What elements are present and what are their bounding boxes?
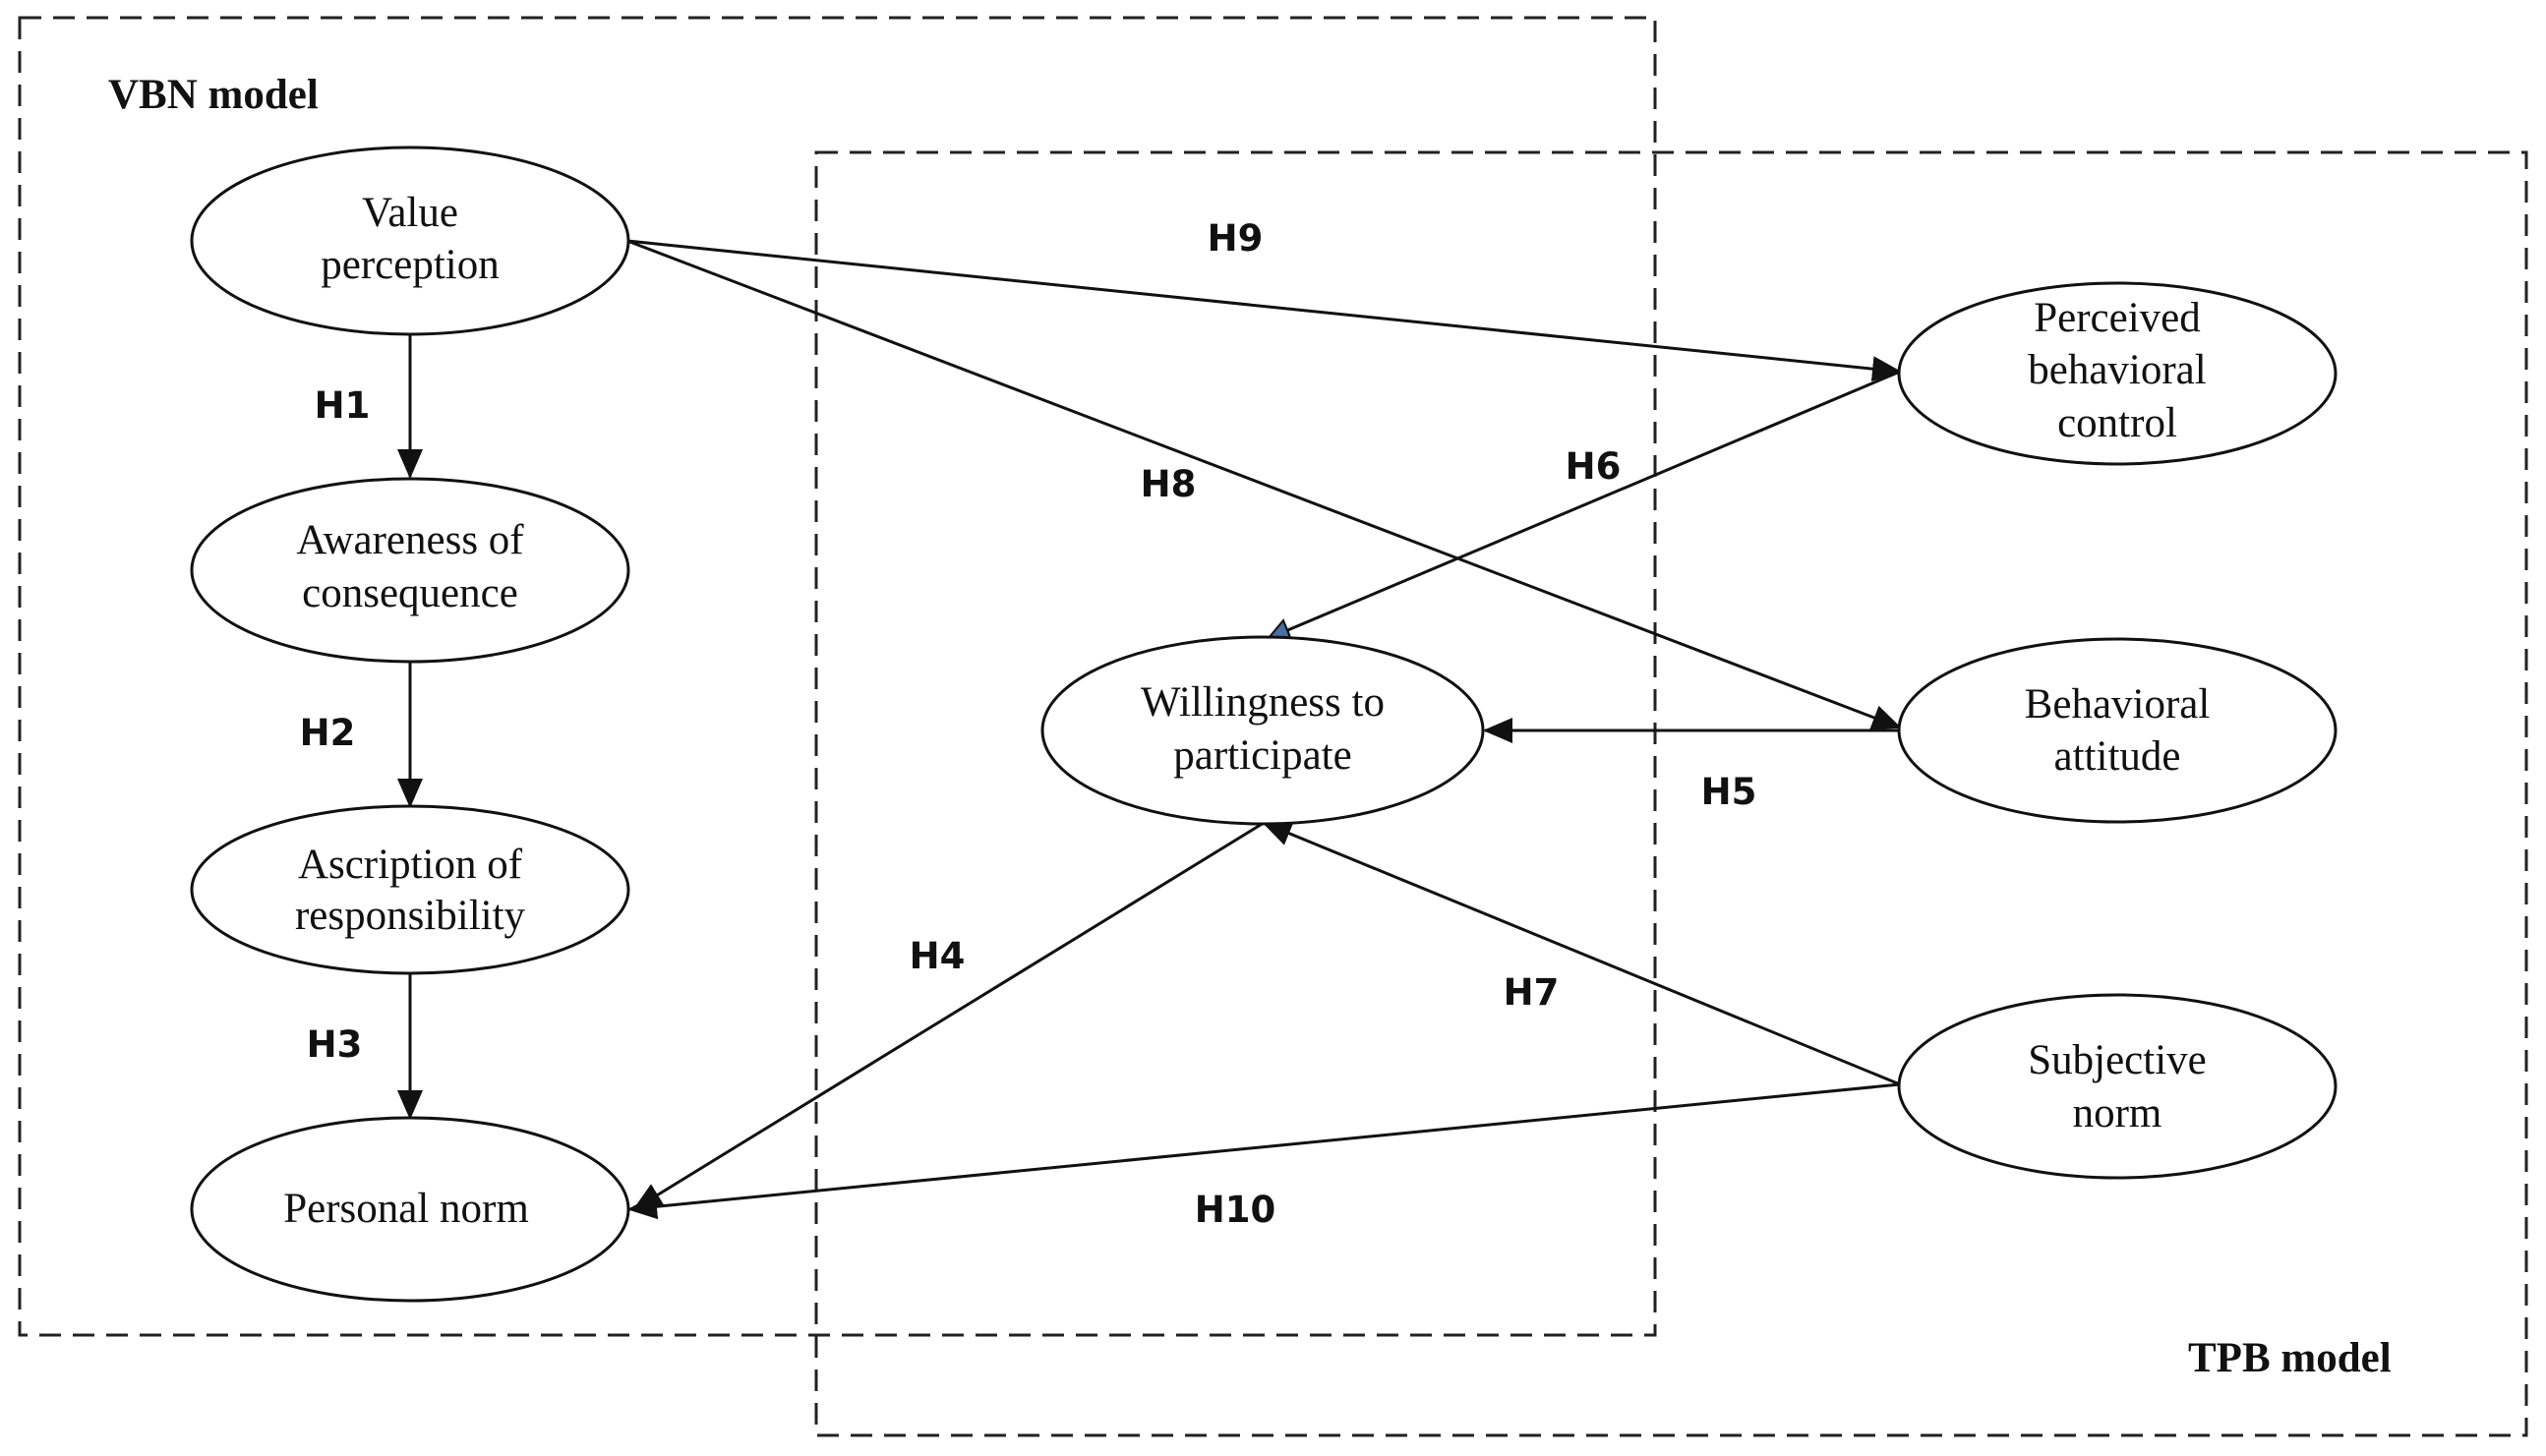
- edge-h9: [626, 239, 1902, 382]
- node-personal-norm: Personal norm: [190, 1116, 630, 1303]
- node-personal-line1: Personal norm: [283, 1186, 529, 1232]
- node-awareness-of-consequence: Awareness of consequence: [190, 477, 630, 664]
- label-h2: H2: [300, 712, 356, 754]
- label-h4: H4: [910, 935, 966, 977]
- node-value-line2: perception: [321, 242, 499, 288]
- node-pbc-line3: control: [2057, 400, 2177, 446]
- vbn-model-box: [18, 16, 1657, 1337]
- tpb-model-label: TPB model: [2188, 1335, 2392, 1381]
- node-behavioral-attitude: Behavioral attitude: [1897, 637, 2338, 824]
- node-subjective-line2: norm: [2073, 1090, 2162, 1136]
- node-ascription-line2: responsibility: [295, 893, 526, 939]
- node-value-perception: Value perception: [190, 146, 630, 336]
- label-h10: H10: [1195, 1189, 1275, 1231]
- node-ascription-line1: Ascription of: [298, 842, 523, 888]
- node-pbc-line2: behavioral: [2028, 347, 2207, 393]
- node-value-line1: Value: [362, 190, 458, 236]
- edge-h8: [626, 239, 1902, 730]
- label-h9: H9: [1208, 217, 1264, 260]
- tpb-model-box: [814, 150, 2528, 1437]
- node-willingness-line2: participate: [1173, 732, 1351, 779]
- node-awareness-line2: consequence: [302, 570, 518, 616]
- label-h8: H8: [1141, 463, 1197, 505]
- label-h6: H6: [1566, 445, 1622, 488]
- node-awareness-line1: Awareness of: [296, 517, 524, 563]
- node-pbc-line1: Perceived: [2034, 295, 2201, 341]
- node-willingness-to-participate: Willingness to participate: [1040, 635, 1485, 826]
- label-h3: H3: [307, 1023, 363, 1066]
- edge-h7: [1262, 821, 1901, 1086]
- node-subjective-norm: Subjective norm: [1897, 993, 2338, 1180]
- label-h1: H1: [315, 384, 371, 427]
- label-h7: H7: [1504, 971, 1560, 1014]
- node-ascription-of-responsibility: Ascription of responsibility: [190, 804, 630, 975]
- node-willingness-line1: Willingness to: [1141, 679, 1385, 726]
- node-perceived-behavioral-control: Perceived behavioral control: [1897, 281, 2338, 466]
- node-attitude-line2: attitude: [2054, 733, 2181, 780]
- label-h5: H5: [1701, 771, 1757, 813]
- edge-h6: [1277, 370, 1901, 636]
- node-subjective-line1: Subjective: [2028, 1037, 2207, 1083]
- node-attitude-line1: Behavioral: [2025, 681, 2211, 728]
- edge-h4: [632, 797, 1294, 1211]
- vbn-model-label: VBN model: [108, 72, 319, 118]
